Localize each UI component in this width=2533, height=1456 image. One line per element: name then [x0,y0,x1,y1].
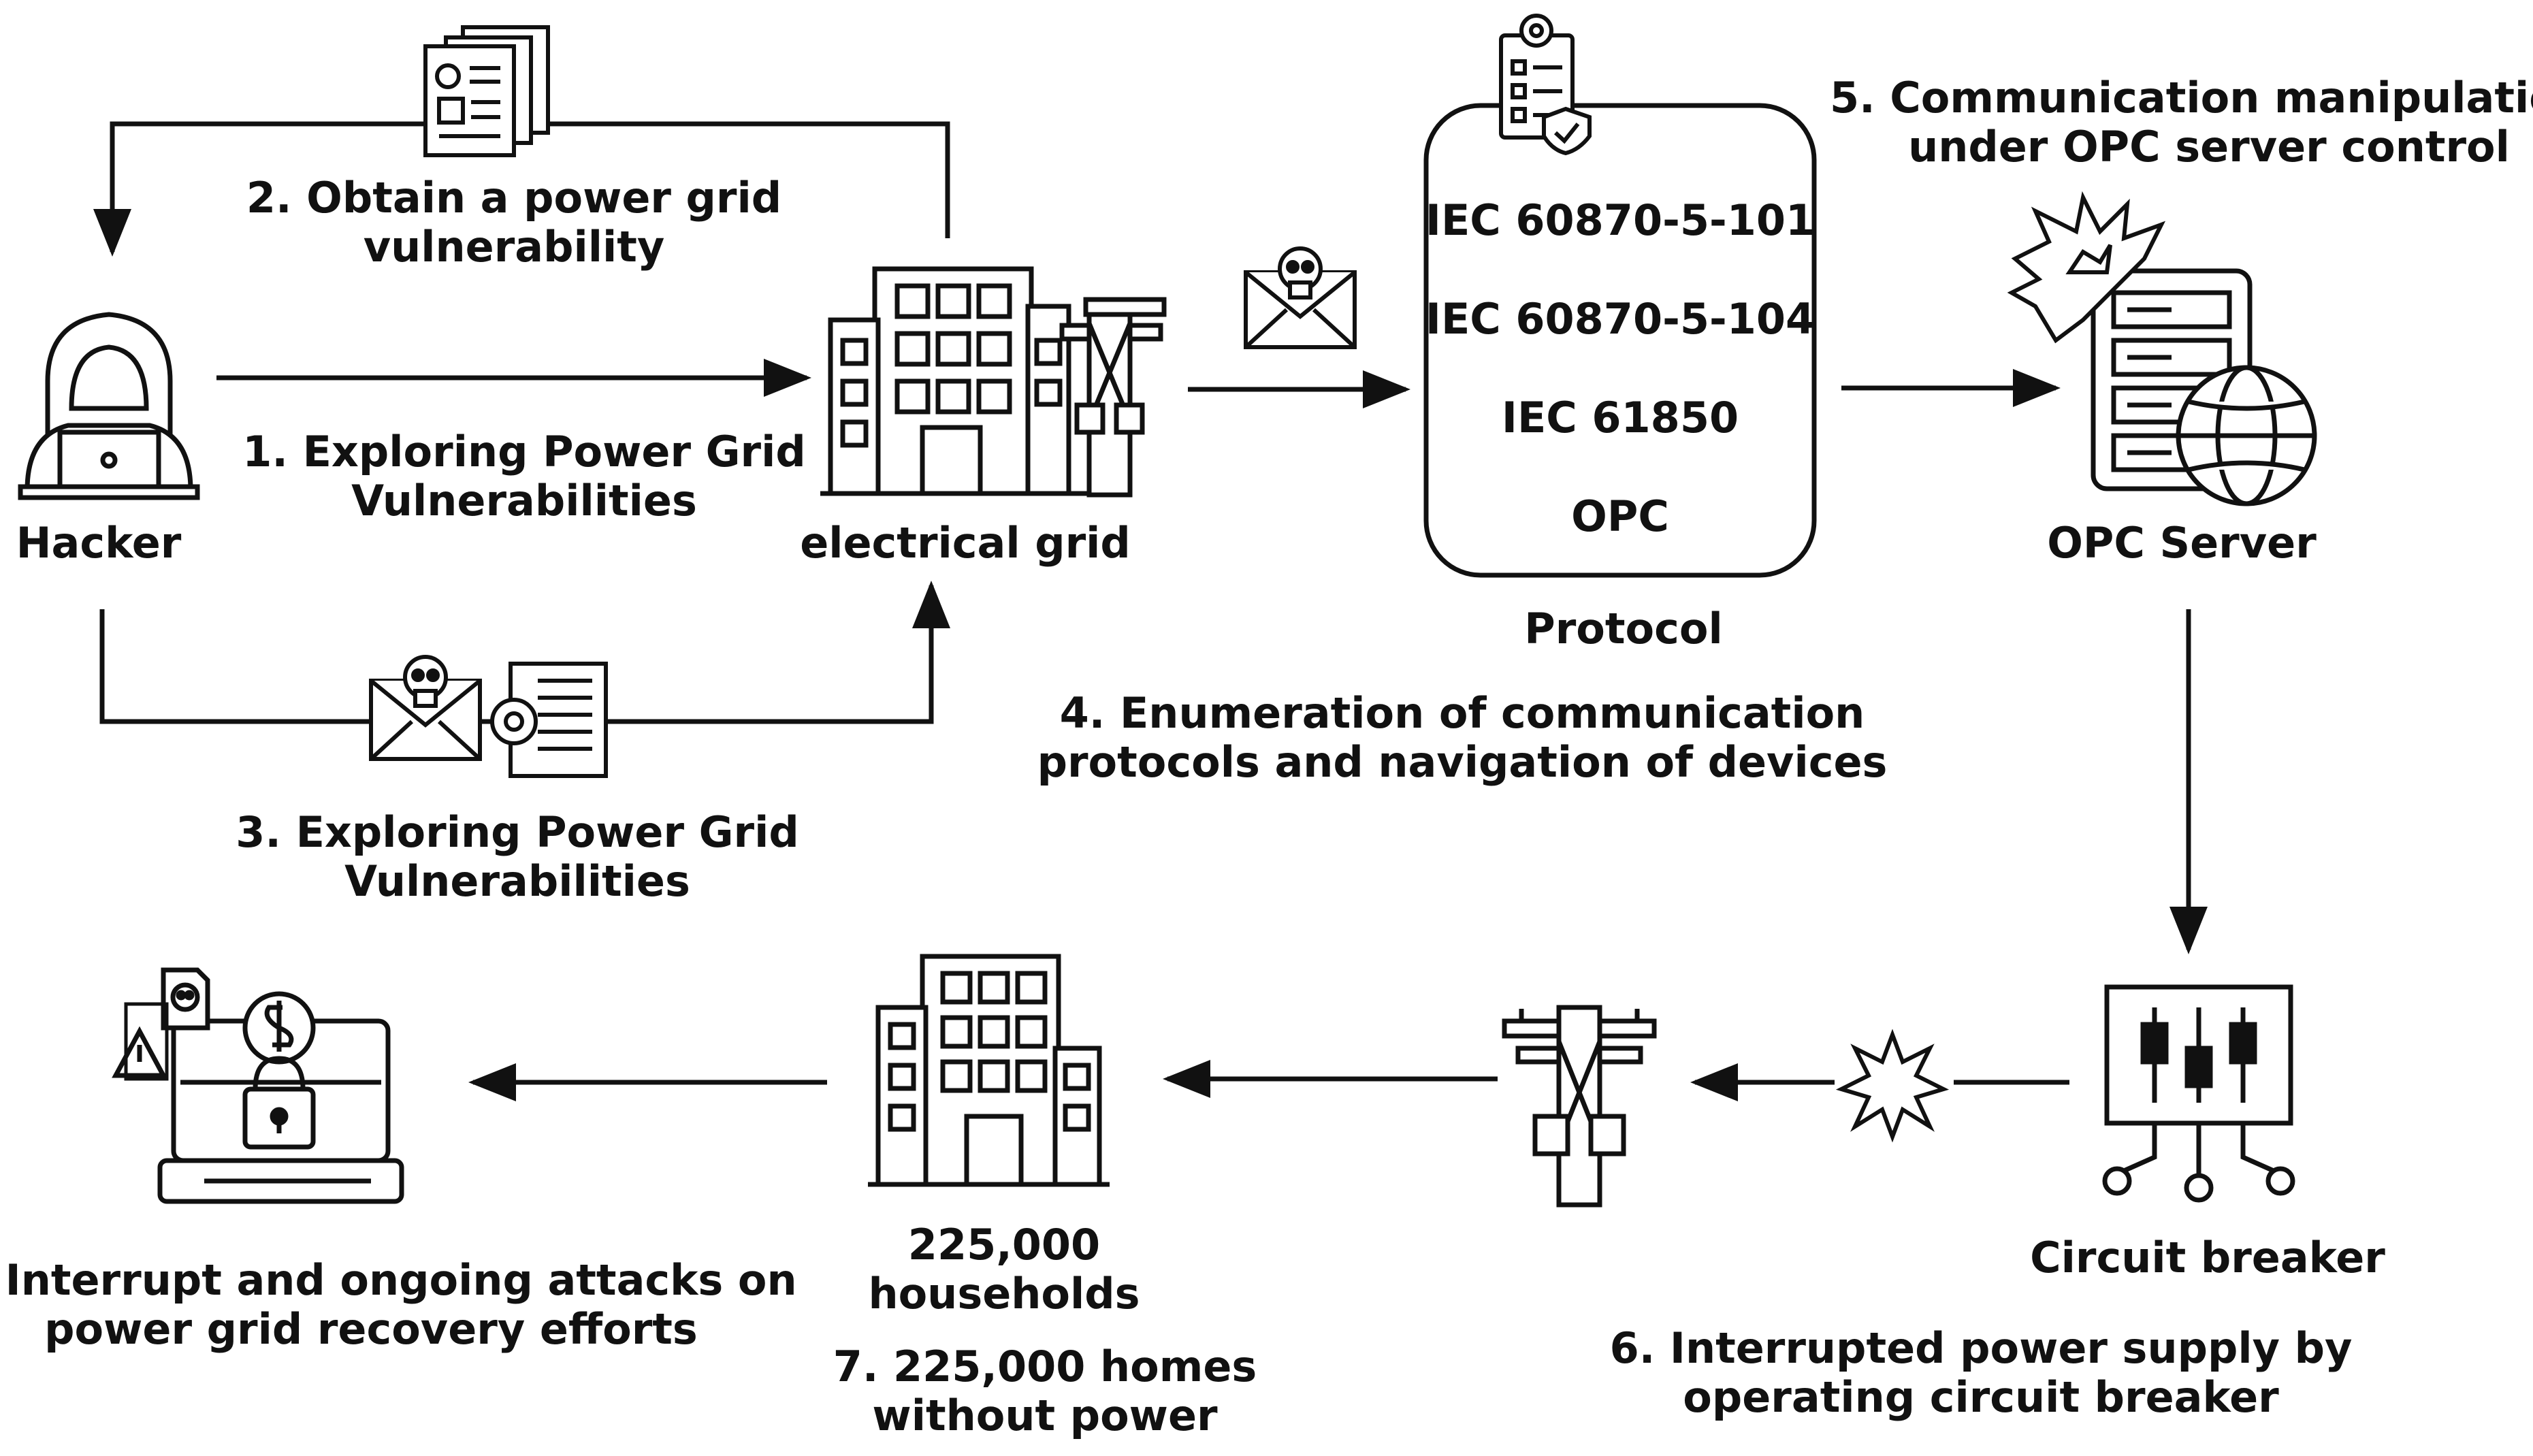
step-3-line-1: 3. Exploring Power Grid [236,807,799,857]
step-6-line-1: 6. Interrupted power supply by [1609,1323,2353,1373]
power-pole-icon [1502,1005,1657,1208]
households-label: 225,000 households [868,1220,1140,1319]
server-globe-icon [2091,268,2317,506]
step-8-line-1: 8. Interrupt and ongoing attacks on [0,1255,797,1305]
step-4-line-2: protocols and navigation of devices [1037,737,1888,787]
step-5-line-1: 5. Communication manipulation [1830,73,2533,123]
step-2-line-1: 2. Obtain a power grid [246,173,782,223]
skull-envelope-icon [1244,246,1357,349]
protocol-item: IEC 60870-5-101 [1425,195,1816,245]
hacker-icon [18,312,200,500]
skull-envelope-icon [369,655,482,761]
explosion-icon [2007,191,2166,344]
step-8-line-2: power grid recovery efforts [44,1304,698,1354]
protocol-box [1423,103,1817,578]
explosion-icon [1835,1029,1950,1143]
step-2-line-2: vulnerability [363,222,665,272]
protocol-item: OPC [1571,491,1669,541]
protocol-item: IEC 60870-5-104 [1425,294,1816,344]
protocol-label: Protocol [1524,604,1723,653]
circuit-breaker-label: Circuit breaker [2030,1233,2385,1282]
gear-code-document-icon [490,662,608,778]
step-1-line-1: 1. Exploring Power Grid [242,427,806,476]
step-3-label: 3. Exploring Power Grid Vulnerabilities [236,808,798,906]
step-3-line-2: Vulnerabilities [344,856,690,906]
households-line-1: 225,000 [907,1220,1101,1269]
building-icon [868,954,1110,1187]
hacker-label: Hacker [16,518,182,568]
step-1-label: 1. Exploring Power Grid Vulnerabilities [242,427,805,525]
step-5-label: 5. Communication manipulation under OPC … [1830,74,2533,172]
households-line-2: households [868,1269,1140,1319]
step-1-line-2: Vulnerabilities [351,476,697,525]
step-7-label: 7. 225,000 homes without power [833,1342,1257,1440]
building-with-power-pole-icon [820,266,1167,498]
step-7-line-2: without power [872,1391,1218,1440]
documents-icon [423,25,550,157]
step-2-label: 2. Obtain a power grid vulnerability [246,174,781,272]
electrical-grid-label: electrical grid [800,518,1131,568]
step-8-label: 8. Interrupt and ongoing attacks on powe… [0,1256,797,1354]
step-6-label: 6. Interrupted power supply by operating… [1610,1324,2353,1422]
ransomware-laptop-icon [112,967,404,1204]
opc-server-label: OPC Server [2047,518,2317,568]
step-4-label: 4. Enumeration of communication protocol… [1037,689,1888,787]
circuit-breaker-icon [2102,984,2295,1203]
protocol-item: IEC 61850 [1501,393,1739,442]
step-7-line-1: 7. 225,000 homes [833,1342,1257,1391]
step-4-line-1: 4. Enumeration of communication [1059,688,1865,738]
step-5-line-2: under OPC server control [1908,122,2510,172]
shield-checklist-icon [1499,14,1592,156]
step-6-line-2: operating circuit breaker [1683,1372,2279,1422]
